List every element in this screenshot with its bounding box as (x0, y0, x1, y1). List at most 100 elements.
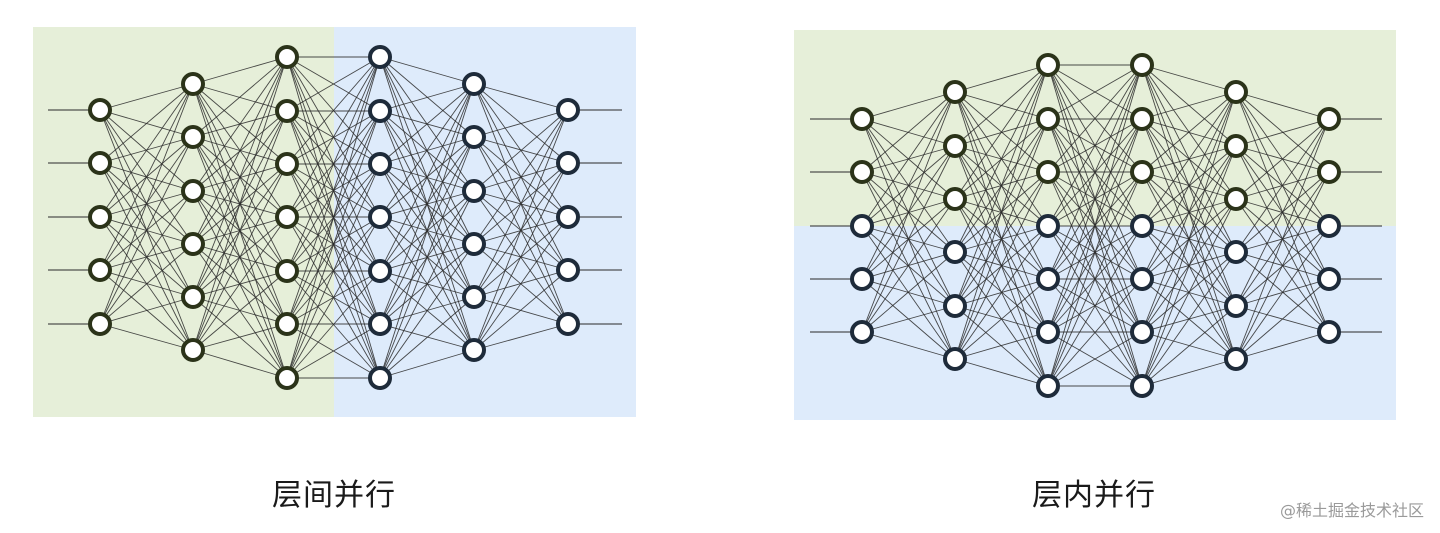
right-edge (1047, 64, 1143, 280)
right-neuron-node (1224, 80, 1248, 104)
right-edge (1141, 358, 1237, 387)
left-edge (473, 216, 569, 351)
right-neuron-node (1130, 160, 1154, 184)
right-edge (954, 64, 1049, 253)
right-edge (1235, 118, 1330, 147)
right-edge (954, 64, 1049, 93)
right-edge (1235, 118, 1330, 360)
left-edge (286, 56, 381, 112)
right-neuron-node (943, 294, 967, 318)
left-neuron-node (88, 258, 112, 282)
left-edge (379, 56, 475, 85)
left-neuron-node (462, 72, 486, 96)
right-neuron-node (1224, 240, 1248, 264)
left-neuron-node (556, 98, 580, 122)
left-neuron-node (181, 232, 205, 256)
left-neuron-node (181, 338, 205, 362)
left-edge (286, 56, 381, 218)
right-neuron-node (1036, 107, 1060, 131)
left-edge (379, 83, 475, 325)
right-edge (861, 198, 956, 333)
left-neuron-node (462, 125, 486, 149)
right-edge (1235, 118, 1330, 200)
left-edge (379, 83, 475, 379)
right-edge (954, 358, 1049, 387)
right-edge (1141, 198, 1237, 387)
left-edge (286, 323, 381, 379)
right-edge (1047, 331, 1143, 387)
left-edge (192, 216, 288, 351)
right-edge (1235, 118, 1330, 253)
right-neuron-node (1130, 320, 1154, 344)
right-edge (1141, 91, 1237, 280)
left-edge (473, 109, 569, 245)
left-edge (192, 163, 288, 351)
left-neuron-node (462, 338, 486, 362)
left-edge (473, 323, 569, 351)
right-neuron-node (943, 240, 967, 264)
left-edge (192, 323, 288, 351)
left-edge (99, 243, 194, 325)
right-neuron-node (1036, 160, 1060, 184)
right-edge (861, 145, 956, 333)
left-neuron-node (462, 232, 486, 256)
left-edge (379, 83, 475, 112)
left-neuron-node (275, 45, 299, 69)
left-edge (379, 296, 475, 379)
left-neuron-node (275, 259, 299, 283)
right-edge (1235, 331, 1330, 360)
right-neuron-node (1317, 320, 1341, 344)
left-neuron-node (368, 259, 392, 283)
right-edge (954, 64, 1049, 147)
left-edge (99, 83, 194, 271)
right-neuron-node (943, 134, 967, 158)
right-neuron-node (1036, 53, 1060, 77)
right-neuron-node (1224, 294, 1248, 318)
right-edge (1141, 145, 1237, 387)
left-edge (286, 216, 381, 379)
left-edge (286, 56, 381, 165)
left-neuron-node (275, 152, 299, 176)
right-edge (1235, 91, 1330, 120)
left-edge (192, 56, 288, 85)
left-edge (473, 269, 569, 351)
left-edge (192, 270, 288, 351)
right-neuron-node (1224, 134, 1248, 158)
right-edge (954, 64, 1049, 360)
right-neuron-node (1130, 214, 1154, 238)
left-edge (99, 136, 194, 325)
right-neuron-node (1036, 320, 1060, 344)
left-edge (379, 83, 475, 218)
left-neuron-node (181, 72, 205, 96)
right-neuron-node (1130, 53, 1154, 77)
right-edge (1141, 64, 1237, 93)
right-neuron-node (1036, 374, 1060, 398)
right-edge (861, 91, 956, 227)
left-edge (99, 190, 194, 325)
right-neuron-node (850, 320, 874, 344)
left-neuron-node (275, 366, 299, 390)
left-neuron-node (556, 312, 580, 336)
left-neuron-node (368, 312, 392, 336)
left-neuron-node (181, 285, 205, 309)
left-neuron-node (275, 312, 299, 336)
right-neuron-node (1317, 160, 1341, 184)
right-edge (954, 171, 1049, 360)
left-edge (192, 56, 288, 192)
left-neuron-node (181, 179, 205, 203)
right-neuron-node (1036, 267, 1060, 291)
right-neuron-node (1130, 374, 1154, 398)
right-neuron-node (1036, 214, 1060, 238)
left-edge (379, 83, 475, 165)
left-edge (192, 349, 288, 379)
left-neuron-node (181, 125, 205, 149)
right-edge (861, 91, 956, 280)
right-edge (1141, 91, 1237, 387)
right-neuron-node (850, 160, 874, 184)
right-edge (861, 331, 956, 360)
right-neuron-node (943, 347, 967, 371)
left-edge (379, 190, 475, 379)
left-edge (99, 296, 194, 325)
left-edge (286, 270, 381, 379)
right-edge (1047, 225, 1143, 387)
